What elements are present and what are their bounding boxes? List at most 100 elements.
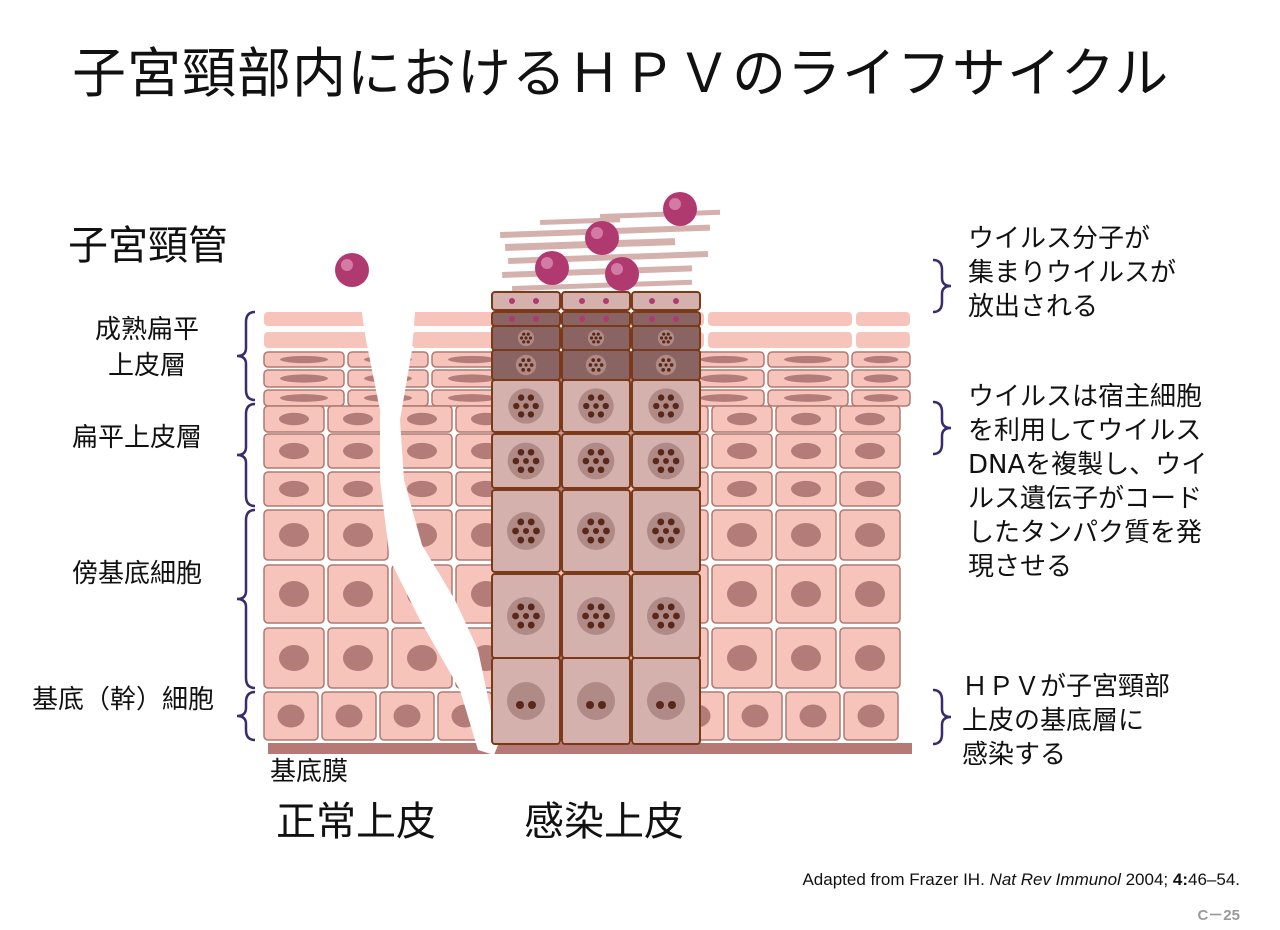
annotation-line: 放出される bbox=[968, 292, 1099, 322]
viral-episome-dot bbox=[512, 612, 519, 620]
viral-episome-dot bbox=[656, 701, 664, 709]
hpv-virion-highlight bbox=[669, 198, 681, 210]
viral-episome-dot bbox=[663, 403, 669, 409]
viral-episome-dot bbox=[522, 527, 530, 535]
citation: Adapted from Frazer IH. Nat Rev Immunol … bbox=[802, 870, 1240, 890]
viral-episome-dot bbox=[533, 612, 540, 620]
viral-episome-dot bbox=[527, 411, 535, 418]
viral-episome-dot bbox=[532, 402, 539, 410]
viral-episome-dot bbox=[596, 358, 601, 362]
viral-episome-dot bbox=[657, 621, 665, 629]
viral-episome-dot bbox=[673, 612, 680, 620]
normal-cell-nucleus bbox=[791, 442, 821, 460]
basement-membrane bbox=[268, 743, 912, 754]
viral-episome-dot bbox=[657, 448, 665, 456]
normal-cell-nucleus bbox=[741, 704, 769, 728]
viral-episome-dot bbox=[583, 402, 590, 410]
progeny-virion-dot bbox=[509, 298, 515, 304]
viral-episome-dot bbox=[597, 518, 605, 526]
annotation-line: ルス遺伝子がコード bbox=[968, 484, 1203, 514]
normal-cell-nucleus bbox=[727, 442, 757, 460]
viral-episome-dot bbox=[518, 363, 523, 367]
hpv-virion bbox=[535, 251, 569, 285]
viral-episome-dot bbox=[666, 358, 671, 362]
viral-episome-dot bbox=[662, 612, 670, 620]
viral-episome-dot bbox=[527, 536, 535, 544]
viral-episome-dot bbox=[669, 363, 674, 367]
bracket-basal bbox=[236, 690, 256, 742]
viral-episome-dot bbox=[587, 536, 595, 544]
normal-cell-nucleus bbox=[791, 523, 821, 547]
progeny-virion-dot bbox=[603, 316, 609, 322]
normal-cell-nucleus bbox=[279, 645, 309, 671]
viral-episome-dot bbox=[587, 411, 595, 418]
viral-episome-dot bbox=[588, 363, 593, 367]
viral-episome-dot bbox=[532, 457, 540, 465]
viral-episome-dot bbox=[523, 458, 529, 464]
progeny-virion-dot bbox=[649, 316, 655, 322]
viral-episome-dot bbox=[517, 394, 525, 401]
viral-episome-dot bbox=[666, 368, 671, 372]
normal-cell-nucleus bbox=[335, 704, 363, 728]
label-basement-membrane: 基底膜 bbox=[270, 757, 349, 787]
viral-episome-dot bbox=[517, 448, 525, 456]
normal-cell-nucleus bbox=[727, 523, 757, 547]
viral-episome-dot bbox=[592, 340, 596, 344]
viral-episome-dot bbox=[666, 340, 670, 344]
viral-episome-dot bbox=[663, 458, 669, 464]
viral-episome-dot bbox=[668, 701, 676, 709]
viral-episome-dot bbox=[527, 394, 535, 401]
viral-episome-dot bbox=[657, 411, 665, 418]
viral-episome-dot bbox=[522, 332, 526, 336]
label-parabasal-cells: 傍基底細胞 bbox=[72, 559, 203, 589]
viral-episome-dot bbox=[603, 612, 610, 620]
viral-episome-dot bbox=[527, 518, 535, 526]
infected-cell-nucleus bbox=[577, 682, 615, 720]
viral-episome-dot bbox=[597, 394, 605, 401]
shed-flake bbox=[512, 279, 693, 291]
viral-episome-dot bbox=[667, 466, 675, 474]
normal-cell-nucleus bbox=[855, 645, 885, 671]
viral-episome-dot bbox=[597, 448, 605, 456]
normal-cell-nucleus bbox=[791, 645, 821, 671]
viral-episome-dot bbox=[527, 621, 535, 629]
viral-episome-dot bbox=[591, 358, 596, 362]
viral-episome-dot bbox=[586, 701, 594, 709]
viral-episome-dot bbox=[512, 527, 519, 535]
normal-cell-nucleus bbox=[280, 394, 328, 402]
normal-cell-nucleus bbox=[407, 442, 437, 460]
viral-episome-dot bbox=[597, 621, 605, 629]
normal-cell-nucleus bbox=[791, 581, 821, 607]
viral-episome-dot bbox=[519, 336, 524, 340]
viral-episome-dot bbox=[526, 368, 531, 372]
viral-episome-dot bbox=[668, 336, 673, 340]
normal-cell-nucleus bbox=[343, 581, 373, 607]
viral-episome-dot bbox=[657, 536, 665, 544]
viral-episome-dot bbox=[661, 358, 666, 362]
normal-cell-nucleus bbox=[279, 480, 309, 498]
hpv-virion bbox=[335, 253, 369, 287]
normal-cell-nucleus bbox=[343, 480, 373, 498]
viral-episome-dot bbox=[672, 402, 679, 410]
annotation-line: を利用してウイルス bbox=[968, 416, 1202, 446]
viral-episome-dot bbox=[672, 457, 680, 465]
label-cervical-canal: 子宮頸管 bbox=[68, 223, 228, 269]
hpv-virion-highlight bbox=[341, 259, 353, 271]
viral-episome-dot bbox=[592, 332, 596, 336]
normal-cell-nucleus bbox=[279, 442, 309, 460]
viral-episome-dot bbox=[661, 368, 666, 372]
viral-episome-dot bbox=[653, 402, 660, 410]
hpv-virion bbox=[585, 221, 619, 255]
normal-cell-nucleus bbox=[863, 394, 899, 402]
normal-cell-nucleus bbox=[407, 645, 437, 671]
viral-episome-dot bbox=[587, 448, 595, 456]
normal-cell bbox=[708, 332, 852, 348]
viral-episome-dot bbox=[594, 336, 598, 340]
citation-pages: 46–54. bbox=[1188, 870, 1240, 889]
progeny-virion-dot bbox=[579, 316, 585, 322]
normal-cell-nucleus bbox=[855, 480, 885, 498]
viral-episome-dot bbox=[667, 621, 675, 629]
viral-episome-dot bbox=[521, 358, 526, 362]
viral-episome-dot bbox=[593, 403, 599, 409]
